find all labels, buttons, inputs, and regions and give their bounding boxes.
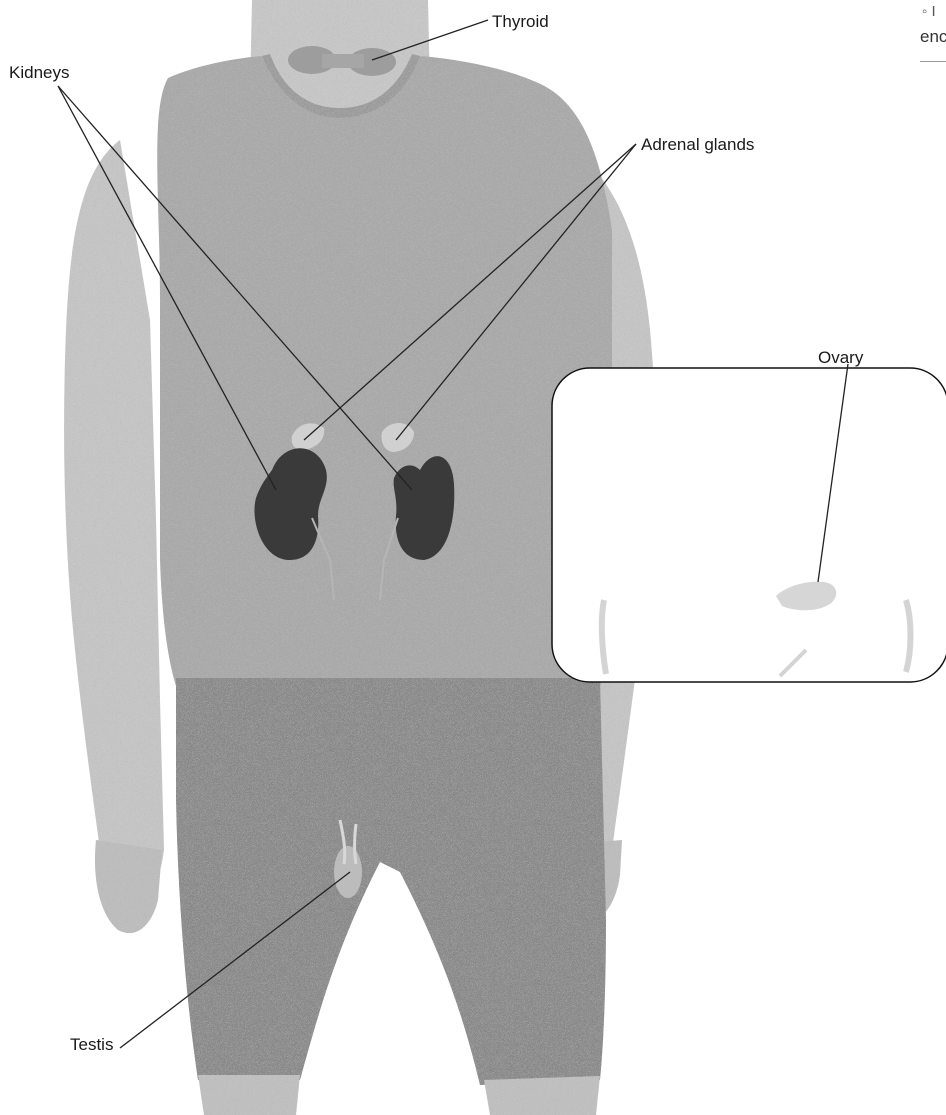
testis-label: Testis: [70, 1036, 113, 1053]
ovary-inset: [552, 368, 946, 682]
shorts: [176, 678, 606, 1085]
adrenal-glands-label: Adrenal glands: [641, 136, 754, 153]
corner-text-fragment-2: enc: [920, 27, 946, 47]
right-hand: [95, 840, 162, 933]
corner-text-fragment-1: ◦ I: [922, 3, 936, 20]
thyroid-label: Thyroid: [492, 13, 549, 30]
inset-frame: [552, 368, 946, 682]
corner-rule: [920, 61, 946, 62]
kidneys-label: Kidneys: [9, 64, 69, 81]
right-leg: [198, 1075, 300, 1115]
shirt: [157, 56, 612, 686]
ovary-label: Ovary: [818, 349, 863, 366]
left-leg: [484, 1076, 600, 1115]
